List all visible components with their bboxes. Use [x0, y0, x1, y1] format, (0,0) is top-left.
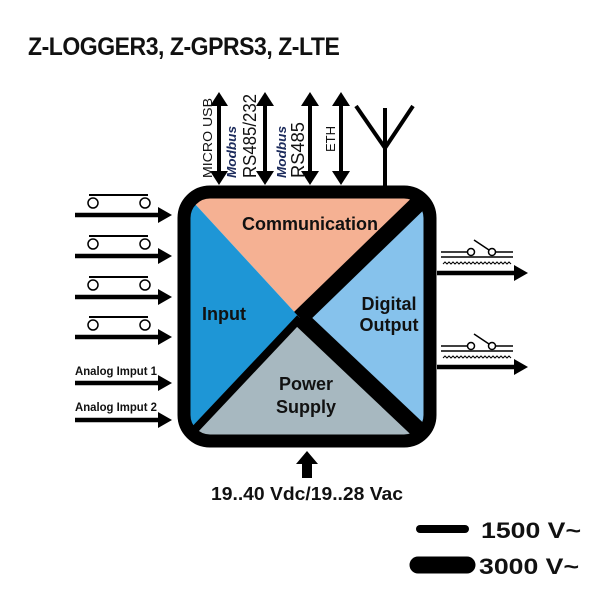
label-input: Input: [202, 304, 246, 324]
section-input: [184, 192, 300, 441]
legend-label-1500: 1500 V~: [481, 518, 581, 543]
relay-output-2: [437, 333, 528, 375]
analog-inputs: Analog Imput 1 Analog Imput 2: [75, 364, 172, 428]
section-power-supply: [184, 318, 430, 441]
modbus-brand-1: Modbus: [224, 126, 239, 178]
analog-input-label-2: Analog Imput 2: [75, 400, 157, 414]
section-digital-output: [300, 192, 430, 441]
analog-input-label-1: Analog Imput 1: [75, 364, 157, 378]
power-arrow-icon: [296, 451, 318, 478]
label-power-supply-1: Power: [279, 374, 333, 394]
digital-input-3: [75, 276, 172, 305]
divider-thin: [184, 315, 303, 441]
port-arrow-micro-usb: [210, 92, 228, 185]
diagram-title: Z-LOGGER3, Z-GPRS3, Z-LTE: [28, 33, 340, 61]
port-label-micro-usb: MICRO USB: [200, 98, 215, 178]
port-arrow-eth: [332, 92, 350, 185]
label-communication: Communication: [242, 214, 378, 234]
port-arrows: [210, 92, 350, 185]
port-label-rs485-232: RS485/232: [240, 94, 260, 178]
port-label-rs485: RS485: [288, 122, 308, 178]
divider-thick: [294, 192, 430, 325]
relay-outputs: [437, 239, 528, 375]
modbus-brand-2: Modbus: [274, 126, 289, 178]
digital-inputs: [75, 194, 172, 345]
relay-output-1: [437, 239, 528, 281]
label-power-supply-2: Supply: [276, 397, 336, 417]
digital-input-1: [75, 194, 172, 223]
device-box: [177, 185, 437, 448]
label-digital-output-2: Output: [360, 315, 419, 335]
antenna-icon: [354, 104, 415, 186]
power-label: 19..40 Vdc/19..28 Vac: [211, 484, 403, 504]
digital-input-4: [75, 316, 172, 345]
port-arrow-rs485: [301, 92, 319, 185]
isolation-legend: 1500 V~ 3000 V~: [409, 518, 581, 579]
digital-input-2: [75, 235, 172, 264]
port-label-eth: ETH: [323, 126, 338, 152]
section-communication: [184, 192, 430, 318]
label-digital-output-1: Digital: [361, 294, 416, 314]
legend-label-3000: 3000 V~: [479, 554, 579, 579]
port-arrow-rs485-232: [256, 92, 274, 185]
divider-thick-2: [294, 311, 430, 441]
